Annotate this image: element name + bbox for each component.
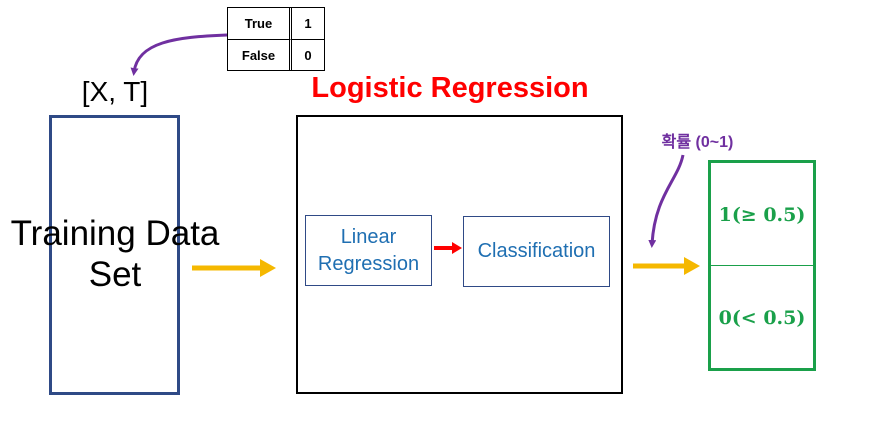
truth-table-arrow <box>130 33 228 76</box>
output-class-1: 1(≥ 0.5) <box>718 204 806 226</box>
linear-regression-label: Linear Regression <box>317 225 420 275</box>
logistic-regression-box <box>296 115 623 394</box>
linear-regression-box: Linear Regression <box>305 215 432 286</box>
training-data-label: Training Data Set <box>10 214 220 294</box>
classification-label: Classification <box>477 240 596 262</box>
truth-table-value-true: 1 <box>292 8 324 40</box>
truth-table-label-false: False <box>228 40 292 71</box>
input-label: [X, T] <box>81 76 149 107</box>
flow-arrow-output <box>633 257 700 275</box>
truth-table-label-true: True <box>228 8 292 40</box>
truth-table: True 1 False 0 <box>227 7 325 71</box>
truth-table-value-false: 0 <box>304 48 312 63</box>
flow-arrow-input <box>192 259 276 277</box>
diagram-title: Logistic Regression <box>311 72 589 104</box>
classification-box: Classification <box>463 216 610 287</box>
output-divider <box>711 265 813 266</box>
output-class-0: 0(< 0.5) <box>718 307 806 329</box>
probability-arrow <box>648 154 685 248</box>
output-box <box>708 160 816 371</box>
probability-label: 확률 (0~1) <box>661 134 734 151</box>
training-data-box <box>49 115 180 395</box>
inner-arrow <box>434 242 462 254</box>
